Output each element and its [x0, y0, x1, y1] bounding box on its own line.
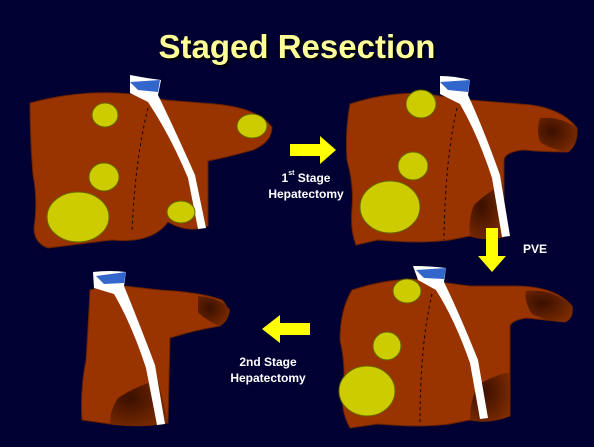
- arrow-left-icon: [262, 315, 310, 343]
- tumor: [406, 90, 436, 118]
- first-stage-label: 1st Stage Hepatectomy: [256, 170, 356, 202]
- first-stage-line2: Hepatectomy: [256, 186, 356, 202]
- tumor: [393, 279, 421, 303]
- tumor: [167, 201, 195, 223]
- pve-label: PVE: [510, 241, 560, 257]
- first-stage-line1: 1st Stage: [256, 170, 356, 186]
- second-stage-label: 2nd Stage Hepatectomy: [216, 354, 320, 386]
- liver-after-pve: [339, 266, 572, 428]
- arrow-right-icon: [290, 136, 336, 164]
- second-stage-line1: 2nd Stage: [216, 354, 320, 370]
- liver-initial: [30, 75, 272, 248]
- tumor: [360, 181, 420, 233]
- liver-after-first-stage: [346, 76, 577, 245]
- liver-after-second-stage: [82, 271, 231, 426]
- tumor: [373, 332, 401, 360]
- tumor: [398, 152, 428, 180]
- tumor: [89, 163, 119, 191]
- tumor: [92, 103, 118, 127]
- tumor: [339, 366, 395, 416]
- tumor: [47, 192, 109, 242]
- tumor: [237, 114, 267, 138]
- second-stage-line2: Hepatectomy: [216, 370, 320, 386]
